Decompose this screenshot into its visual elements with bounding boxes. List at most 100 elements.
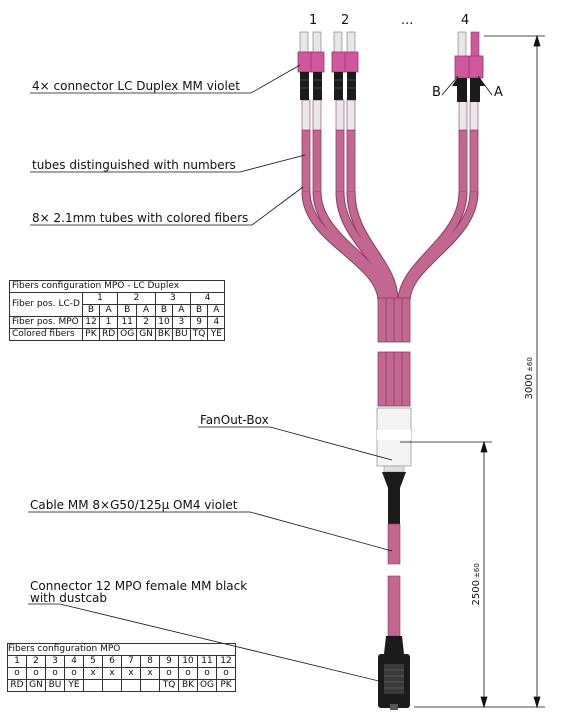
table-mpo-cell: x — [102, 667, 122, 680]
table-lc-group: 2 — [117, 292, 156, 305]
table-mpo-cell: 6 — [102, 655, 122, 668]
table-mpo-cell: o — [159, 667, 179, 680]
label-fanout-box: FanOut-Box — [200, 413, 269, 427]
table-mpo-cell: RD — [7, 679, 27, 692]
table-mpo-cell: PK — [216, 679, 236, 692]
dimension-total — [414, 34, 545, 709]
table-lc-cell: BK — [154, 328, 174, 341]
lc-connector-1 — [297, 31, 325, 100]
table-mpo-cell: BU — [45, 679, 65, 692]
table-mpo-cell: x — [140, 667, 160, 680]
fanout-box-shape — [376, 407, 412, 473]
table-mpo-cell: o — [216, 667, 236, 680]
connector-number-2: 2 — [341, 13, 349, 28]
dimension-total-tolerance: ±60 — [526, 357, 534, 372]
table-lc-cell: A — [207, 304, 226, 317]
tube-bundle — [377, 297, 411, 407]
table-lc-cell: PK — [81, 328, 100, 341]
dimension-partial — [400, 440, 492, 709]
connector-number-1: 1 — [309, 13, 317, 28]
main-cable — [382, 472, 406, 637]
table-mpo-cell: o — [197, 667, 217, 680]
dimension-partial-value: 2500 — [471, 580, 482, 605]
table-lc-cell: A — [98, 304, 119, 317]
table-lc-cell: TQ — [189, 328, 209, 341]
table-lc-row-mpo-label: Fiber pos. MPO — [9, 316, 83, 329]
table-lc-title: Fibers configuration MPO - LC Duplex — [8, 280, 226, 293]
table-lc-cell: 11 — [117, 316, 138, 329]
fanout-tubes — [301, 191, 479, 301]
table-lc-cell: 1 — [98, 316, 119, 329]
table-mpo-cell: x — [121, 667, 141, 680]
table-lc-cell: B — [154, 304, 174, 317]
table-mpo-cell: 3 — [45, 655, 65, 668]
label-connector-lc: 4× connector LC Duplex MM violet — [32, 79, 240, 93]
table-mpo-cell: 5 — [83, 655, 103, 668]
label-tubes-numbers: tubes distinguished with numbers — [32, 158, 236, 172]
table-lc-cell: 3 — [172, 316, 191, 329]
table-mpo-cell: 8 — [140, 655, 160, 668]
table-mpo-cell — [140, 679, 160, 692]
dimension-partial-tolerance: ±60 — [473, 563, 481, 578]
label-connector-mpo-line2: with dustcab — [30, 591, 107, 605]
table-mpo-cell — [83, 679, 103, 692]
table-mpo-configuration: Fibers configuration MPO 1 2 3 4 5 6 7 8… — [7, 643, 236, 692]
table-lc-cell: 4 — [207, 316, 226, 329]
pin-label-a: A — [494, 85, 503, 100]
table-lc-cell: A — [136, 304, 156, 317]
table-mpo-cell: 4 — [64, 655, 84, 668]
table-mpo-lc-duplex: Fibers configuration MPO - LC Duplex Fib… — [8, 280, 226, 341]
table-lc-cell: 12 — [81, 316, 100, 329]
lc-connector-4 — [452, 31, 485, 102]
table-lc-cell: 2 — [136, 316, 156, 329]
label-cable: Cable MM 8×G50/125µ OM4 violet — [30, 498, 238, 512]
table-lc-cell: RD — [98, 328, 119, 341]
dimension-total-value: 3000 — [524, 374, 535, 399]
table-mpo-cell: o — [64, 667, 84, 680]
table-mpo-cell: x — [83, 667, 103, 680]
leader-lines — [28, 64, 393, 683]
table-mpo-cell: o — [178, 667, 198, 680]
table-lc-cell: B — [81, 304, 100, 317]
table-lc-cell: A — [172, 304, 191, 317]
table-mpo-cell: 2 — [26, 655, 46, 668]
table-lc-cell: B — [189, 304, 209, 317]
connector-number-ellipsis: ... — [401, 13, 413, 28]
table-lc-cell: OG — [117, 328, 138, 341]
table-lc-cell: YE — [207, 328, 226, 341]
table-mpo-cell: o — [45, 667, 65, 680]
table-lc-row-lcd-label: Fiber pos. LC-D — [9, 292, 83, 317]
table-lc-cell: 9 — [189, 316, 209, 329]
table-mpo-cell: o — [7, 667, 27, 680]
table-mpo-cell — [121, 679, 141, 692]
table-lc-group: 3 — [154, 292, 191, 305]
table-lc-cell: BU — [172, 328, 191, 341]
table-lc-group: 4 — [189, 292, 226, 305]
table-mpo-cell: TQ — [159, 679, 179, 692]
table-mpo-cell — [102, 679, 122, 692]
table-mpo-cell: 9 — [159, 655, 179, 668]
label-connector-mpo-line1: Connector 12 MPO female MM black — [30, 579, 247, 593]
pin-label-b: B — [432, 85, 441, 100]
table-lc-cell: B — [117, 304, 138, 317]
table-mpo-cell: 10 — [178, 655, 198, 668]
table-mpo-cell: YE — [64, 679, 84, 692]
upper-tubes — [301, 129, 479, 193]
table-mpo-cell: o — [26, 667, 46, 680]
table-mpo-cell: OG — [197, 679, 217, 692]
table-mpo-title: Fibers configuration MPO — [7, 643, 236, 656]
table-mpo-cell: 1 — [7, 655, 27, 668]
upper-tube-light-segments — [301, 99, 479, 131]
table-mpo-cell: 12 — [216, 655, 236, 668]
table-lc-row-colors-label: Colored fibers — [9, 328, 83, 341]
table-lc-cell: GN — [136, 328, 156, 341]
label-tubes-colored: 8× 2.1mm tubes with colored fibers — [32, 211, 248, 225]
table-lc-cell: 10 — [154, 316, 174, 329]
mpo-connector — [378, 636, 410, 710]
table-mpo-cell: BK — [178, 679, 198, 692]
table-mpo-cell: 11 — [197, 655, 217, 668]
lc-connector-2 — [331, 31, 359, 100]
table-mpo-cell: 7 — [121, 655, 141, 668]
connector-number-4: 4 — [461, 13, 469, 28]
